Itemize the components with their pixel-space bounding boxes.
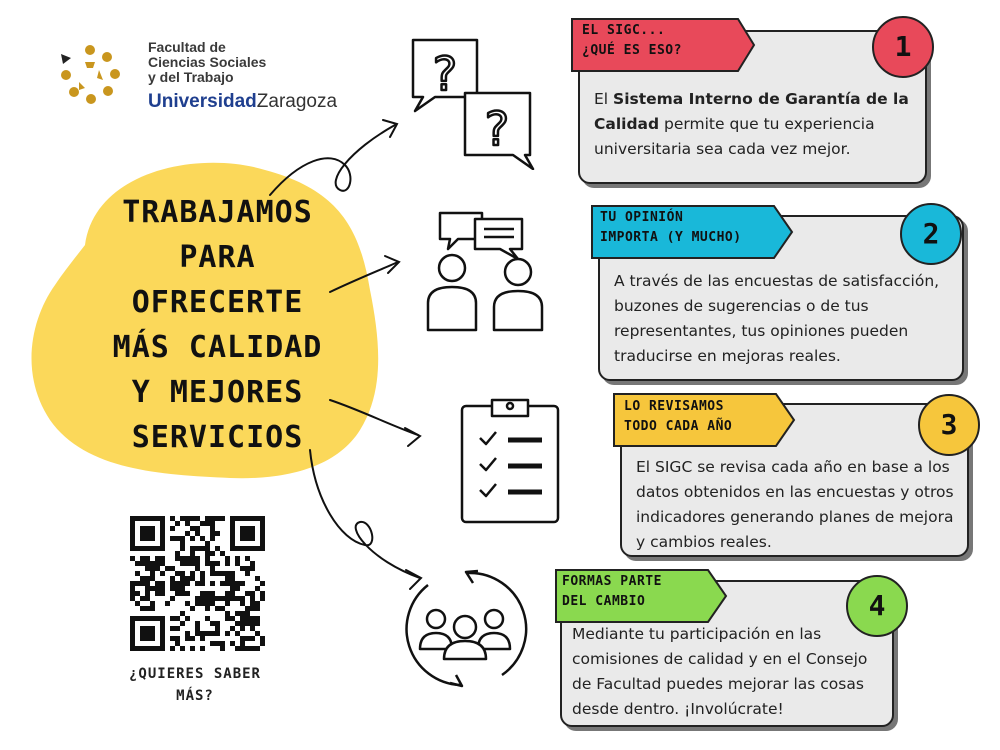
card-4-tag: FORMAS PARTE DEL CAMBIO <box>562 572 662 612</box>
card-2-number: 2 <box>900 203 962 265</box>
headline-line: PARA <box>179 240 256 275</box>
qr-caption-line: ¿QUIERES SABER <box>128 666 261 682</box>
card-1-text-post: permite que tu experiencia universitaria… <box>594 115 875 158</box>
card-3-tag: LO REVISAMOS TODO CADA AÑO <box>624 397 732 437</box>
logo-line-3: y del Trabajo <box>148 69 234 85</box>
card-2-text: A través de las encuestas de satisfacció… <box>614 272 940 365</box>
card-1-tag-line: ¿QUÉ ES ESO? <box>582 43 682 58</box>
checklist-icon <box>460 398 560 524</box>
group-cycle-icon <box>405 569 528 688</box>
card-1-text: El Sistema Interno de Garantía de la Cal… <box>594 87 919 162</box>
card-1-text-pre: El <box>594 90 614 108</box>
card-3-tag-line: LO REVISAMOS <box>624 399 724 414</box>
university-name-bold: Universidad <box>148 91 257 112</box>
headline-line: SERVICIOS <box>131 420 304 455</box>
card-1-tag-line: EL SIGC... <box>582 23 666 38</box>
qr-caption-line: MÁS? <box>176 688 214 704</box>
university-name-rest: Zaragoza <box>256 91 338 112</box>
logo-line-2: Ciencias Sociales <box>148 54 267 70</box>
card-4-tag-shape <box>555 569 728 623</box>
headline: TRABAJAMOS PARA OFRECERTE MÁS CALIDAD Y … <box>95 190 340 460</box>
svg-text:?: ? <box>485 102 509 156</box>
faculty-logo: Facultad de Ciencias Sociales y del Trab… <box>55 38 355 118</box>
card-1-number: 1 <box>872 16 934 78</box>
qr-code-icon[interactable] <box>130 516 265 651</box>
logo-line-1: Facultad de <box>148 39 226 55</box>
svg-text:?: ? <box>433 47 457 101</box>
qr-caption: ¿QUIERES SABER MÁS? <box>110 663 280 707</box>
card-2-tag: TU OPINIÓN IMPORTA (Y MUCHO) <box>600 208 742 248</box>
card-3-text: El SIGC se revisa cada año en base a los… <box>636 458 954 551</box>
card-4-number: 4 <box>846 575 908 637</box>
card-4-tag-line: FORMAS PARTE <box>562 574 662 589</box>
conversation-icon <box>426 211 544 332</box>
headline-line: OFRECERTE <box>131 285 304 320</box>
card-3-number: 3 <box>918 394 980 456</box>
card-3-tag-line: TODO CADA AÑO <box>624 419 733 434</box>
card-2-tag-line: IMPORTA (Y MUCHO) <box>600 230 742 245</box>
card-1-tag: EL SIGC... ¿QUÉ ES ESO? <box>582 21 682 61</box>
card-1-tag-shape <box>571 18 756 72</box>
headline-line: TRABAJAMOS <box>122 195 313 230</box>
card-4-tag-line: DEL CAMBIO <box>562 594 646 609</box>
card-3-tag-shape <box>613 393 796 447</box>
question-bubbles-icon: ? ? <box>411 38 535 170</box>
headline-line: MÁS CALIDAD <box>112 330 323 365</box>
card-4-text: Mediante tu participación en las comisio… <box>572 625 868 718</box>
card-1: El Sistema Interno de Garantía de la Cal… <box>578 30 927 184</box>
card-2-tag-line: TU OPINIÓN <box>600 210 684 225</box>
card-2-tag-shape <box>591 205 794 259</box>
card-1-text-bold: Sistema Interno de Garantía de la Calida… <box>594 90 909 133</box>
university-name: UniversidadZaragoza <box>148 91 358 113</box>
headline-line: Y MEJORES <box>131 375 304 410</box>
logo-emblem-icon <box>61 45 120 104</box>
